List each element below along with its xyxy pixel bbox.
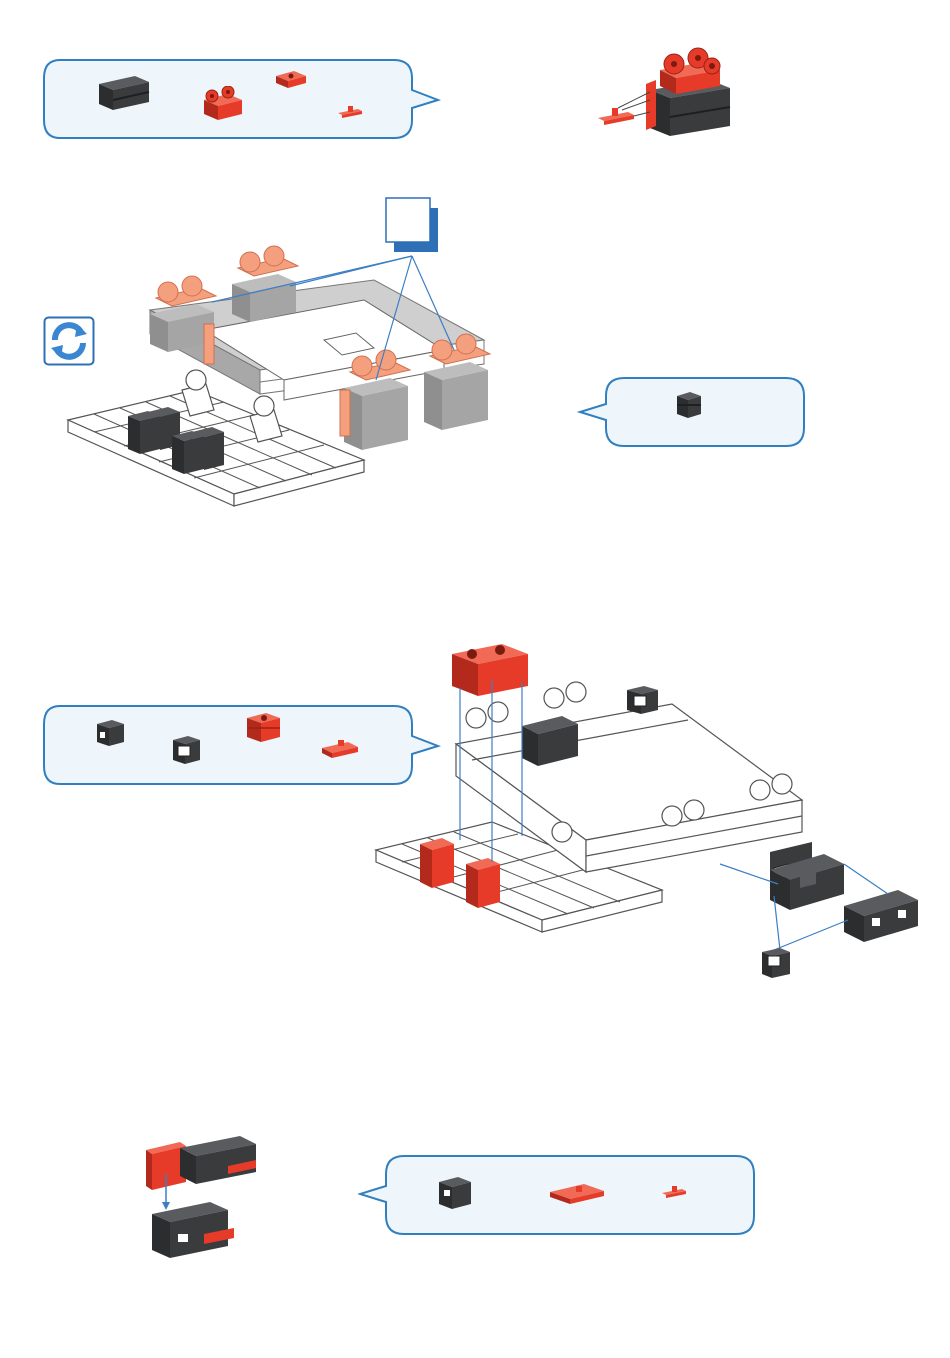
angle-clip-red-step3-icon	[320, 738, 360, 760]
building-block-15-dark-icon	[674, 388, 704, 422]
u-bracket-exploded	[718, 840, 938, 990]
angle-clip-red-step4-icon	[660, 1184, 688, 1200]
hinge-block-red-icon	[198, 86, 246, 122]
building-block-30-cutout-dark-icon	[436, 1172, 474, 1212]
building-block-15-cutout-dark-icon	[170, 732, 204, 768]
angle-clip-red-icon	[336, 104, 364, 120]
building-block-15-double-red-icon	[244, 710, 284, 746]
leader-lines-step-2	[200, 240, 480, 400]
building-block-15-bore-dark-icon	[94, 716, 128, 750]
building-block-30-dark-icon	[95, 74, 153, 114]
hinge-assembly-result	[594, 40, 734, 140]
building-block-15-cutout-callout	[624, 682, 664, 718]
u-bracket-assembly	[140, 1134, 260, 1270]
building-plate-red-icon	[274, 68, 308, 90]
building-plate-15x30-red-icon	[548, 1180, 606, 1206]
